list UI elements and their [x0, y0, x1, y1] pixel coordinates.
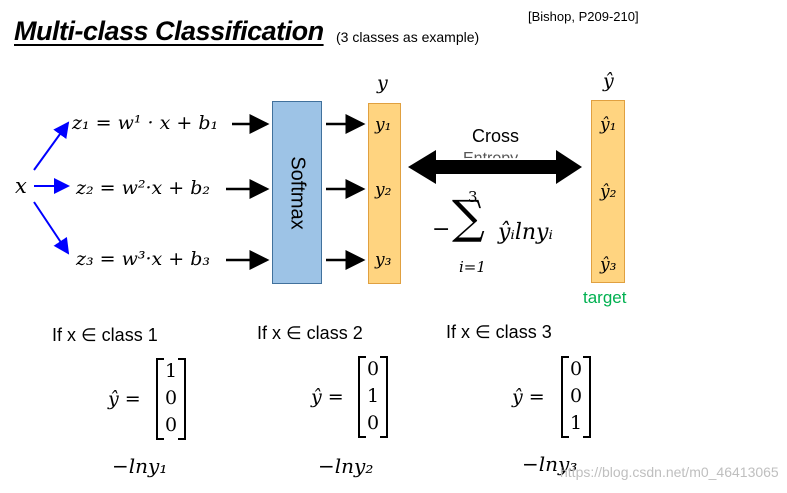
case1-vector-cell: 1: [164, 360, 178, 382]
case3-lhs: ŷ =: [512, 386, 545, 408]
slide-title: Multi-class Classification: [14, 16, 324, 46]
y2-label: y₂: [375, 180, 392, 200]
input-x-label: x: [15, 174, 27, 198]
case2-lhs: ŷ =: [311, 386, 344, 408]
case3-condition: If x ∈ class 3: [446, 322, 552, 342]
case3-bracket-right: [583, 356, 591, 438]
case2-condition: If x ∈ class 2: [257, 323, 363, 343]
case2-loss: −lny₂: [318, 454, 374, 478]
yhat3-label: ŷ₃: [600, 255, 617, 275]
case3-vector-cell: 1: [569, 412, 583, 434]
case1-vector: 1 0 0: [156, 358, 186, 440]
yhat-vector-box: [591, 100, 625, 283]
loss-sigma: ∑: [452, 190, 485, 244]
softmax-label: Softmax: [286, 155, 309, 230]
case2-bracket-left: [358, 356, 366, 438]
equation-z3: z₃ = w³·x + b₃: [76, 248, 211, 270]
case1-bracket-left: [156, 358, 164, 440]
loss-minus: −: [432, 217, 451, 242]
watermark-text: https://blog.csdn.net/m0_46413065: [560, 464, 779, 480]
entropy-label: Entropy: [463, 150, 519, 167]
softmax-box: Softmax: [272, 101, 322, 284]
y3-label: y₃: [375, 250, 392, 270]
input-arrow-z1: [33, 121, 70, 171]
case1-bracket-right: [178, 358, 186, 440]
case3-vector: 0 0 1: [561, 356, 591, 438]
loss-sigma-lower: i=1: [459, 258, 486, 276]
case1-condition: If x ∈ class 1: [52, 325, 158, 345]
y1-label: y₁: [375, 115, 392, 135]
case2-vector-cell: 0: [366, 358, 380, 380]
case3-vector-cell: 0: [569, 385, 583, 407]
equation-z2: z₂ = w²·x + b₂: [76, 177, 211, 199]
case2-vector-cell: 0: [366, 412, 380, 434]
yhat-header: ŷ: [603, 70, 614, 92]
y-header: y: [377, 72, 388, 94]
case2-vector: 0 1 0: [358, 356, 388, 438]
target-label: target: [583, 288, 627, 307]
reference-citation: [Bishop, P209-210]: [528, 9, 639, 24]
case3-loss: −lny₃: [522, 452, 578, 476]
case1-loss: −lny₁: [112, 454, 168, 478]
y-vector-box: [368, 103, 401, 284]
equation-z1: z₁ = w¹ · x + b₁: [72, 112, 219, 134]
loss-body: ŷᵢlnyᵢ: [498, 220, 553, 245]
loss-sigma-upper: 3: [468, 188, 478, 206]
case2-bracket-right: [380, 356, 388, 438]
case1-vector-cell: 0: [164, 387, 178, 409]
case1-vector-cell: 0: [164, 414, 178, 436]
cross-label: Cross: [472, 126, 520, 146]
case3-vector-cell: 0: [569, 358, 583, 380]
yhat2-label: ŷ₂: [600, 182, 617, 202]
case2-vector-cell: 1: [366, 385, 380, 407]
case3-bracket-left: [561, 356, 569, 438]
cross-entropy-double-arrow: [408, 150, 582, 184]
input-arrow-z3: [33, 201, 70, 255]
case1-lhs: ŷ =: [108, 388, 141, 410]
yhat1-label: ŷ₁: [600, 115, 617, 135]
slide-subtitle: (3 classes as example): [336, 29, 480, 45]
